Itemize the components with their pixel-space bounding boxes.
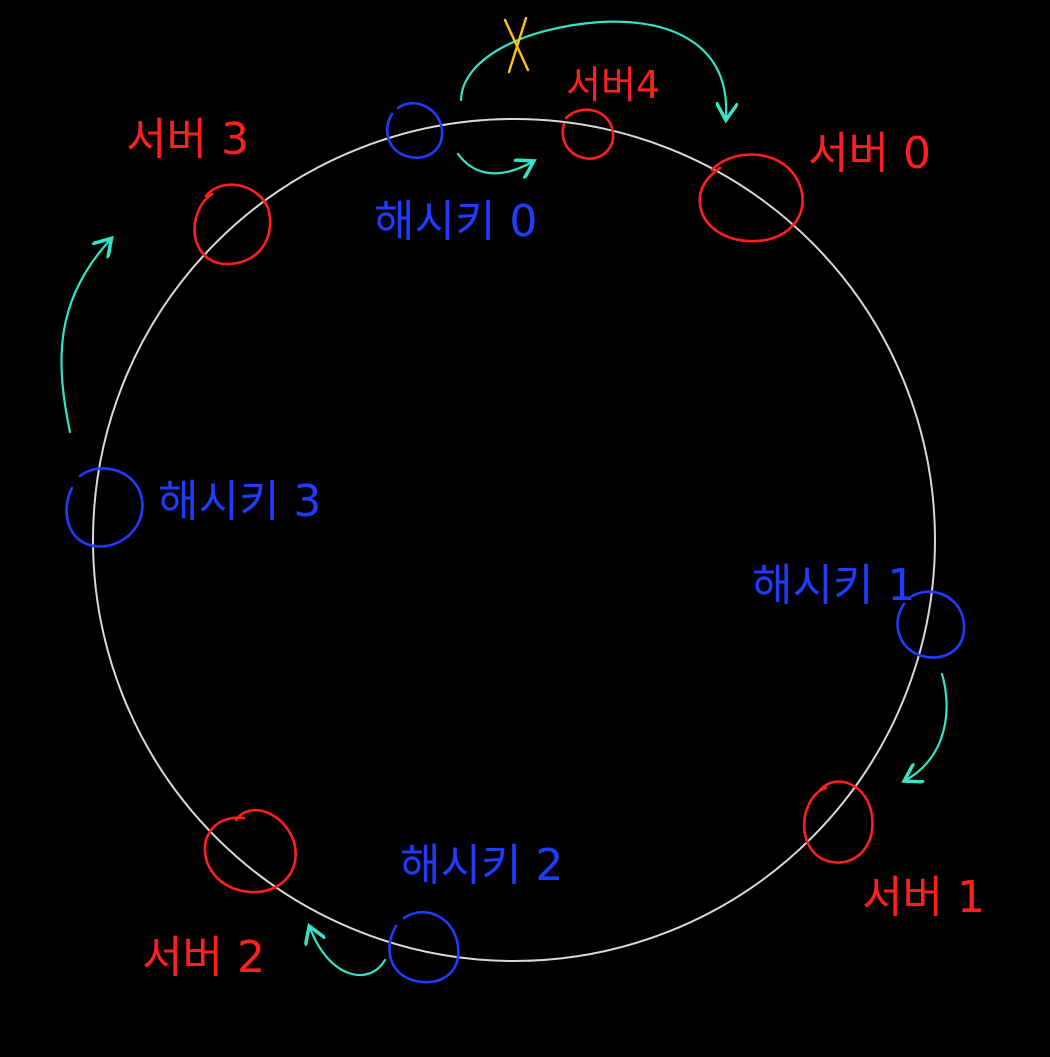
server-nodes — [193, 108, 874, 894]
hash-key-node-0 — [385, 102, 444, 159]
mapping-arrows — [60, 20, 948, 976]
arrow-hash-key-2-to-server-2 — [310, 928, 387, 976]
server-label-0: 서버 0 — [808, 128, 931, 179]
server-node-0 — [698, 153, 804, 243]
arrow-hash-key-3-to-server-3 — [60, 240, 110, 434]
server-node-1 — [802, 780, 874, 864]
arrow-hash-key-0-to-server-0 — [459, 20, 726, 118]
hash-key-label-0: 해시키 0 — [374, 196, 537, 247]
server-label-4: 서버4 — [566, 63, 660, 107]
server-node-2 — [203, 808, 297, 894]
hash-key-node-2 — [388, 910, 460, 984]
hash-key-label-2: 해시키 2 — [400, 840, 563, 891]
server-label-2: 서버 2 — [142, 932, 265, 983]
hash-key-label-1: 해시키 1 — [752, 560, 915, 611]
server-label-1: 서버 1 — [862, 872, 985, 923]
cross-mark-icon — [503, 16, 530, 74]
arrow-hash-key-1-to-server-1 — [906, 672, 948, 780]
hash-ring — [92, 118, 936, 962]
hash-key-node-1 — [896, 590, 966, 659]
arrow-hash-key-0-to-server-4 — [456, 152, 532, 173]
hash-key-label-3: 해시키 3 — [158, 476, 321, 527]
hash-key-nodes — [65, 102, 966, 984]
server-node-3 — [193, 183, 272, 266]
hash-key-node-3 — [65, 467, 144, 548]
server-label-3: 서버 3 — [126, 114, 249, 165]
server-node-4 — [561, 108, 615, 160]
